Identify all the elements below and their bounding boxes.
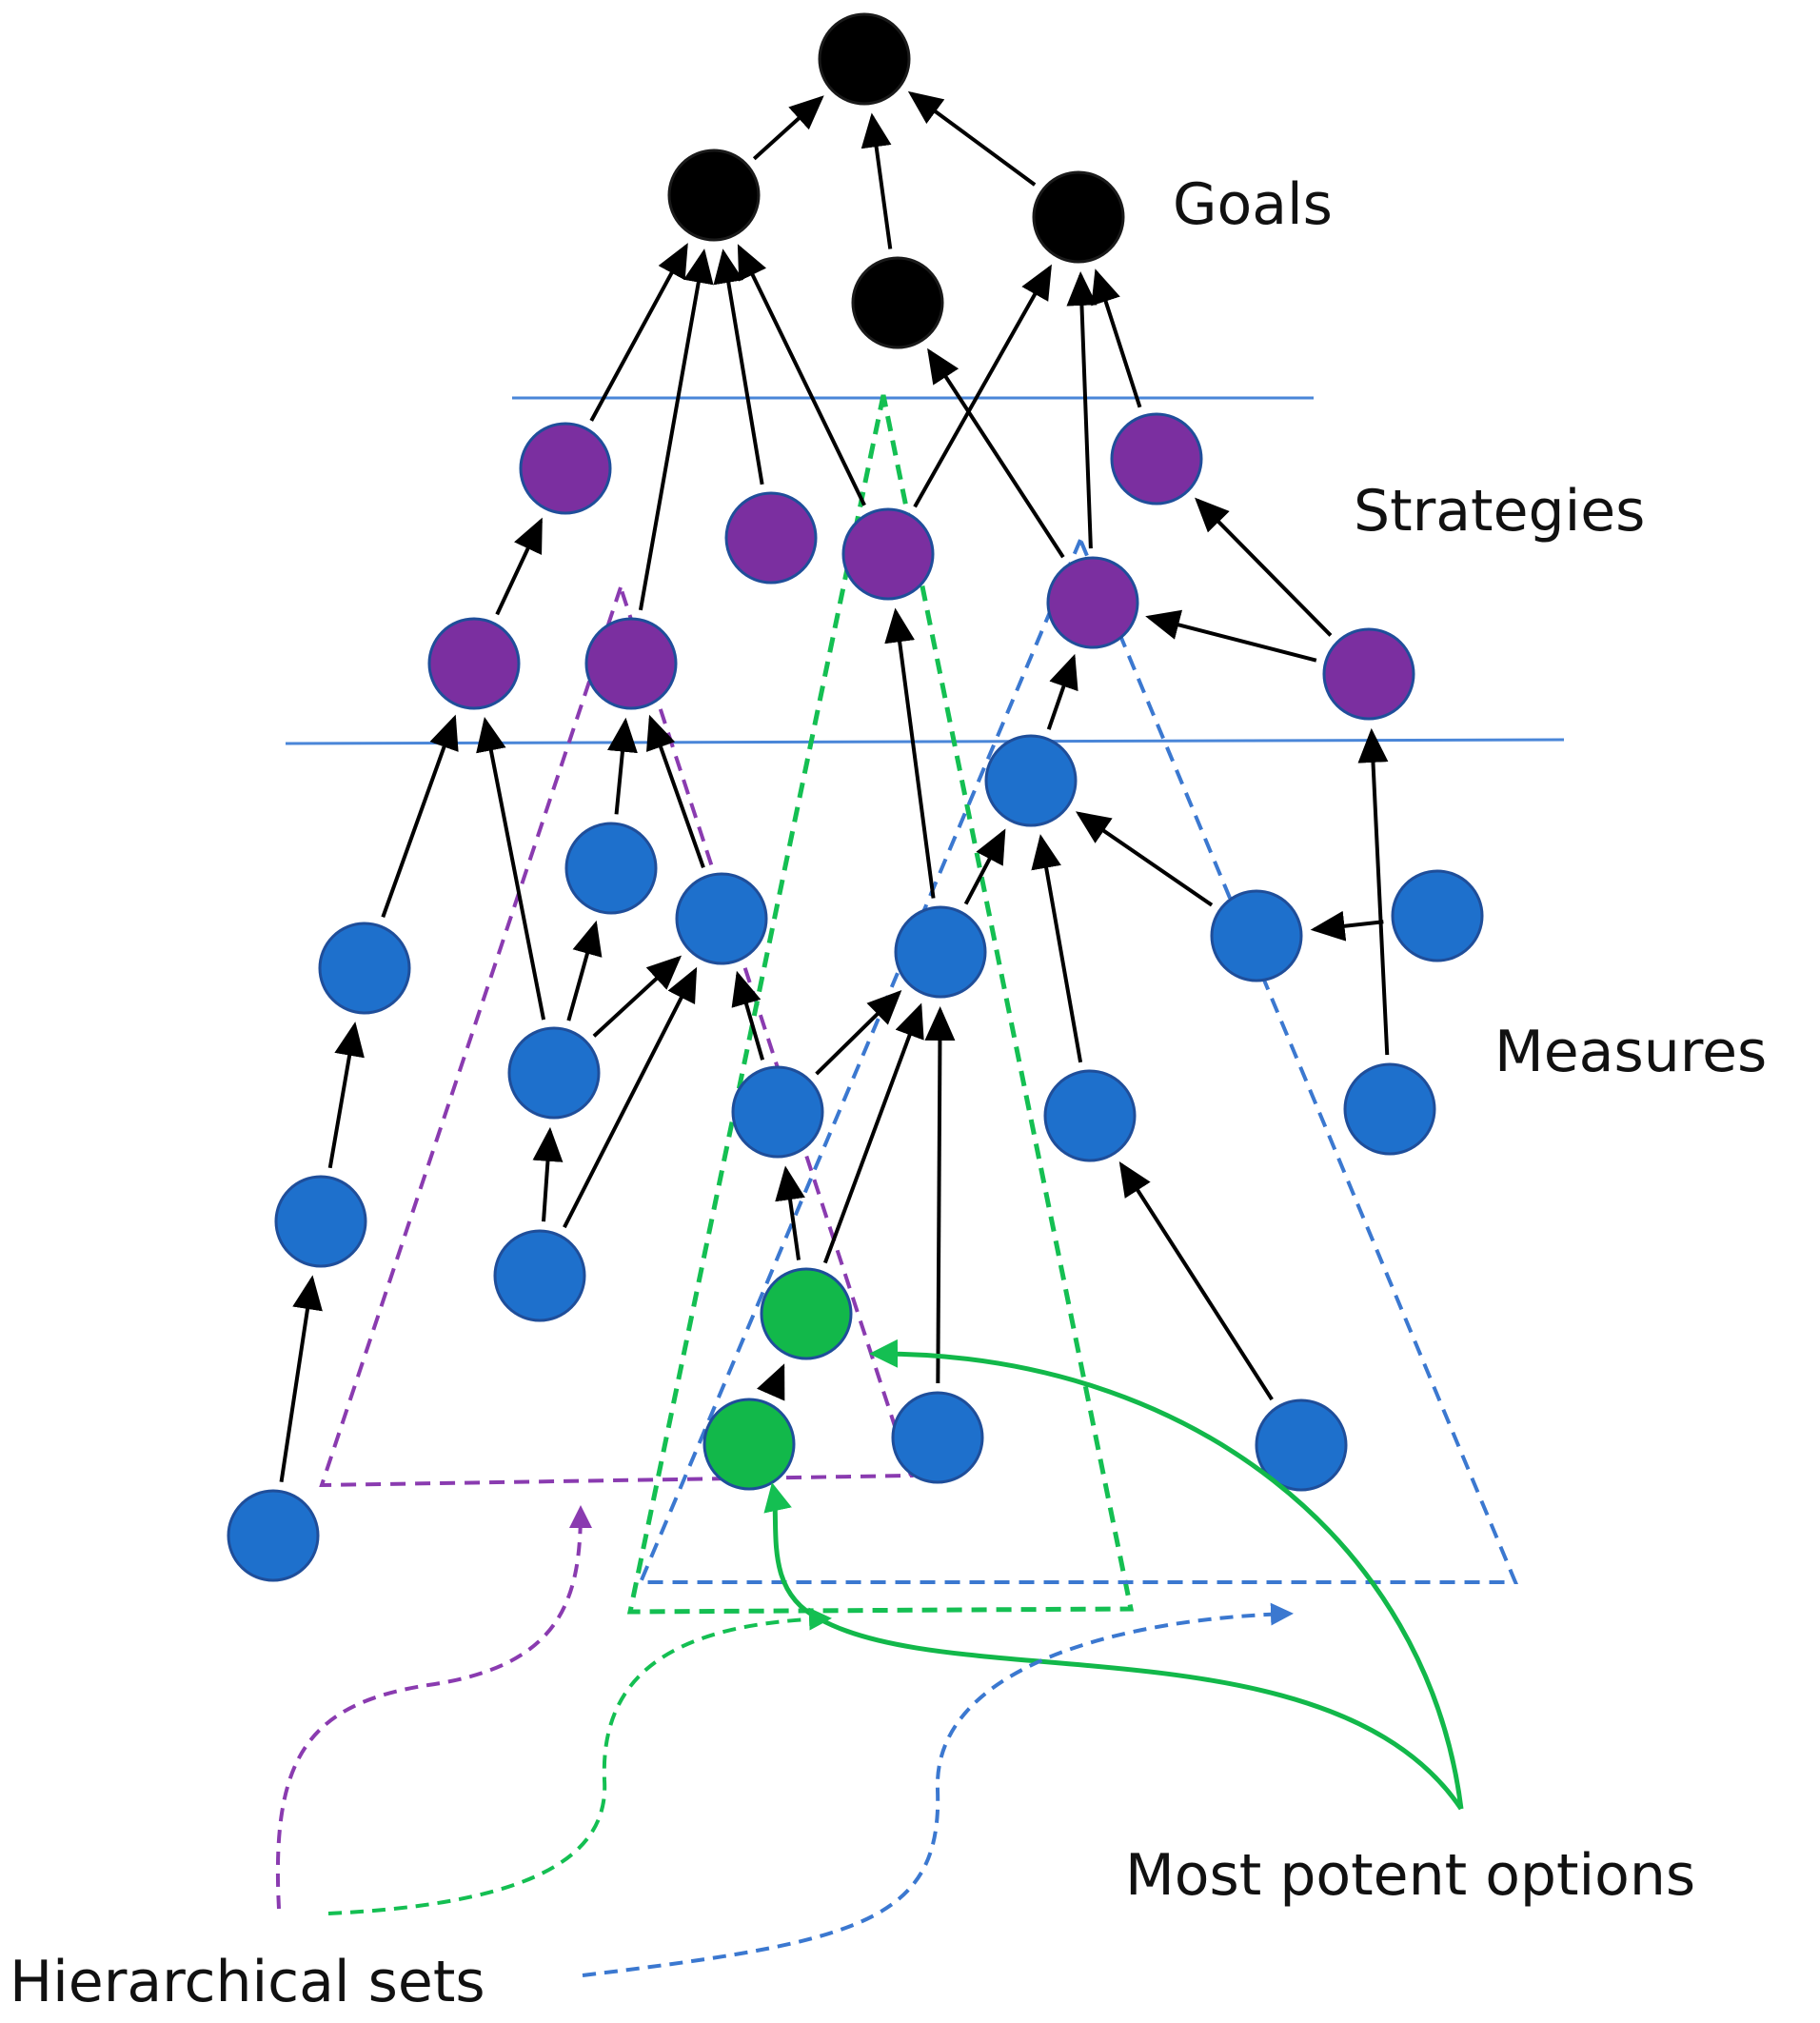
strategy-node-s7: [584, 617, 678, 710]
goal-node-g4: [851, 256, 944, 349]
arrow-s2-to-g2: [713, 248, 764, 486]
hierarchy-arrow-blue: [582, 1602, 1294, 1977]
arrow-s5-to-g4: [927, 347, 1065, 559]
arrow-s5-to-g3: [1066, 270, 1098, 549]
arrow-s1-to-g2: [589, 243, 688, 422]
arrow-m8-to-m3: [592, 955, 682, 1038]
arrow-m13-to-m3: [563, 966, 698, 1229]
set-outline-purple: [319, 581, 914, 1488]
goal-node-g3: [1032, 170, 1125, 264]
arrow-s3-to-g2: [737, 244, 866, 506]
arrow-s7-to-g2: [638, 248, 714, 611]
arrow-m5-to-m1: [963, 828, 1006, 905]
strategy-node-s2: [724, 491, 818, 585]
measure-node-m15: [1255, 1398, 1348, 1492]
measure-node-m8: [507, 1026, 601, 1120]
potent-node-p2: [702, 1398, 796, 1491]
arrow-m9-to-m3: [731, 970, 765, 1061]
measure-node-m9: [731, 1065, 824, 1159]
potent-node-p1: [760, 1267, 853, 1360]
arrow-p1-to-m5: [822, 1002, 924, 1264]
arrow-p1-to-m9: [775, 1165, 805, 1260]
arrow-s8-to-s5: [1145, 609, 1317, 663]
arrow-m12-to-m4: [327, 1021, 365, 1169]
arrow-m4-to-s6: [381, 714, 459, 919]
measure-node-m2: [564, 822, 658, 915]
measure-node-m7: [1391, 869, 1484, 962]
measure-node-m5: [894, 905, 987, 999]
arrow-m13-to-m8: [532, 1126, 564, 1222]
measure-node-m11: [1343, 1062, 1436, 1156]
arrow-m2-to-s7: [607, 717, 638, 815]
arrow-m6-to-m1: [1075, 811, 1214, 907]
arrow-m15-to-m10: [1118, 1160, 1274, 1401]
hierarchy-arrow-green: [327, 1607, 832, 1915]
strategy-node-s1: [519, 422, 612, 515]
hierarchy-arrow-purple: [275, 1505, 592, 1910]
strategy-node-s8: [1322, 627, 1415, 721]
set-outline-blue: [637, 534, 1519, 1584]
measure-node-m6: [1210, 889, 1303, 982]
arrow-g2-to-g1: [752, 95, 824, 161]
hierarchical-sets-label: Hierarchical sets: [10, 1949, 485, 2015]
arrow-m1-to-s5: [1046, 653, 1078, 730]
arrow-m7-to-m6: [1310, 910, 1384, 942]
strategy-node-s5: [1046, 556, 1139, 649]
strategy-node-s6: [427, 617, 521, 710]
arrow-m5-to-s3: [884, 607, 936, 899]
strategy-node-s3: [841, 507, 935, 601]
arrow-m9-to-m5: [815, 989, 902, 1076]
measure-node-m4: [318, 922, 411, 1015]
arrow-m8-to-s6: [476, 716, 546, 1021]
arrow-s6-to-s1: [495, 517, 543, 616]
measure-node-m10: [1043, 1069, 1137, 1162]
measure-node-m1: [984, 734, 1078, 827]
measure-node-m12: [274, 1175, 367, 1268]
measures-label: Measures: [1494, 1019, 1767, 1085]
arrow-s3-to-g3: [913, 264, 1052, 508]
measure-node-m3: [675, 872, 768, 965]
goals-label: Goals: [1173, 171, 1333, 238]
arrow-s8-to-s4: [1195, 497, 1333, 637]
arrow-m10-to-m1: [1031, 834, 1083, 1063]
strategy-node-s4: [1110, 412, 1203, 506]
measure-node-m13: [493, 1229, 586, 1322]
arrow-m14-to-m5: [924, 1005, 956, 1384]
arrow-g3-to-g1: [907, 90, 1037, 187]
arrow-g4-to-g1: [861, 112, 893, 249]
arrow-m11-to-s8: [1357, 727, 1390, 1056]
arrow-m16-to-m12: [279, 1275, 323, 1482]
strategies-label: Strategies: [1354, 478, 1645, 545]
measure-node-m14: [891, 1391, 984, 1484]
arrow-m8-to-m2: [566, 920, 603, 1021]
goal-node-g1: [818, 12, 911, 106]
potent-arrow-upper: [869, 1339, 1464, 1810]
arrow-group: [279, 90, 1390, 1482]
potent-arrow-lower: [763, 1482, 1464, 1811]
measure-node-m16: [227, 1489, 320, 1582]
node-group: [227, 12, 1484, 1582]
arrow-p2-to-p1: [757, 1363, 785, 1401]
goal-node-g2: [667, 149, 761, 242]
arrow-s4-to-g3: [1091, 268, 1142, 408]
most-potent-options-label: Most potent options: [1125, 1842, 1695, 1909]
arrow-m3-to-s7: [645, 714, 705, 868]
